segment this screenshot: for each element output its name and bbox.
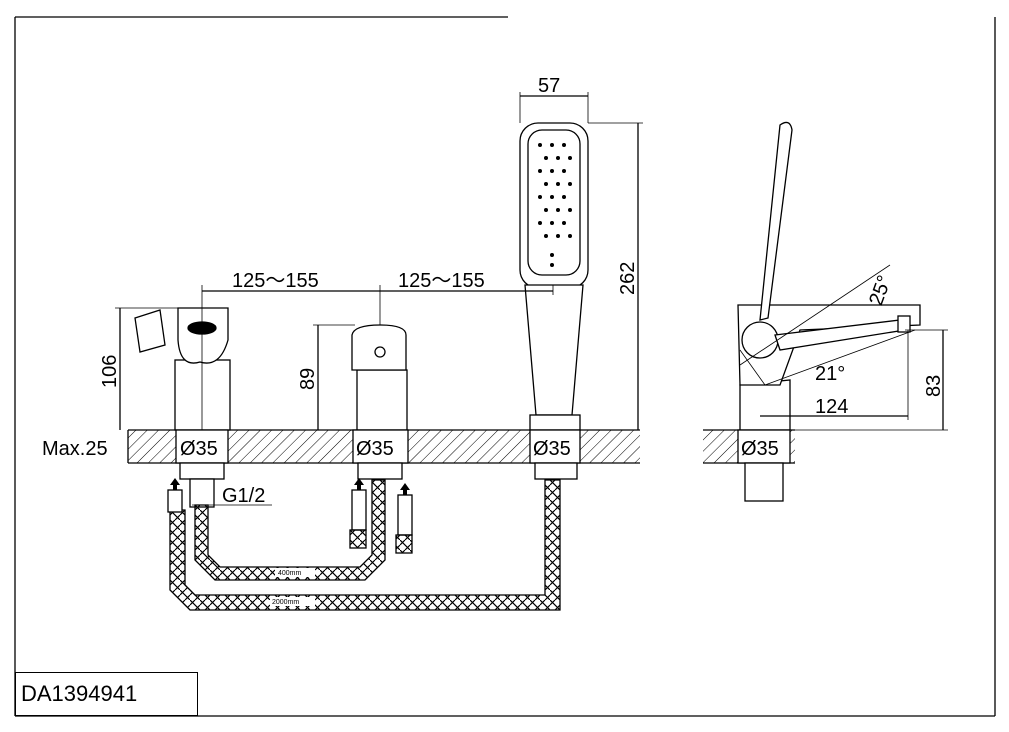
hose-short-label: 400mm	[278, 570, 302, 577]
drawing-code: DA1394941	[15, 672, 198, 716]
dim-angle-down: 21°	[815, 363, 845, 385]
flow-arrows	[170, 478, 410, 495]
dim-spacing-left: 125～155	[232, 270, 319, 292]
dim-hole-side: Ø35	[741, 438, 779, 460]
shower-nozzles	[538, 143, 572, 267]
mixer	[351, 324, 409, 480]
dim-mixer-height: 89	[297, 368, 319, 390]
side-view	[737, 121, 921, 502]
dim-hole-3: Ø35	[533, 438, 571, 460]
dim-angle-up: 25°	[865, 273, 896, 309]
dim-shower-width: 57	[538, 75, 560, 97]
hand-shower	[519, 122, 589, 480]
dim-side-height: 83	[923, 375, 945, 397]
dim-spacing-right: 125～155	[398, 270, 485, 292]
dim-spout-height: 106	[99, 355, 121, 388]
spout	[134, 307, 231, 508]
hose-long-label: 2000mm	[272, 599, 299, 606]
supply-hoses	[167, 489, 413, 554]
long-hose	[169, 479, 561, 611]
dim-max-deck: Max.25	[42, 438, 108, 460]
short-hose	[194, 479, 386, 581]
dim-hole-1: Ø35	[180, 438, 218, 460]
dim-reach: 124	[815, 396, 848, 418]
dim-shower-height: 262	[617, 262, 639, 295]
dim-hole-2: Ø35	[356, 438, 394, 460]
dim-thread: G1/2	[222, 485, 265, 507]
